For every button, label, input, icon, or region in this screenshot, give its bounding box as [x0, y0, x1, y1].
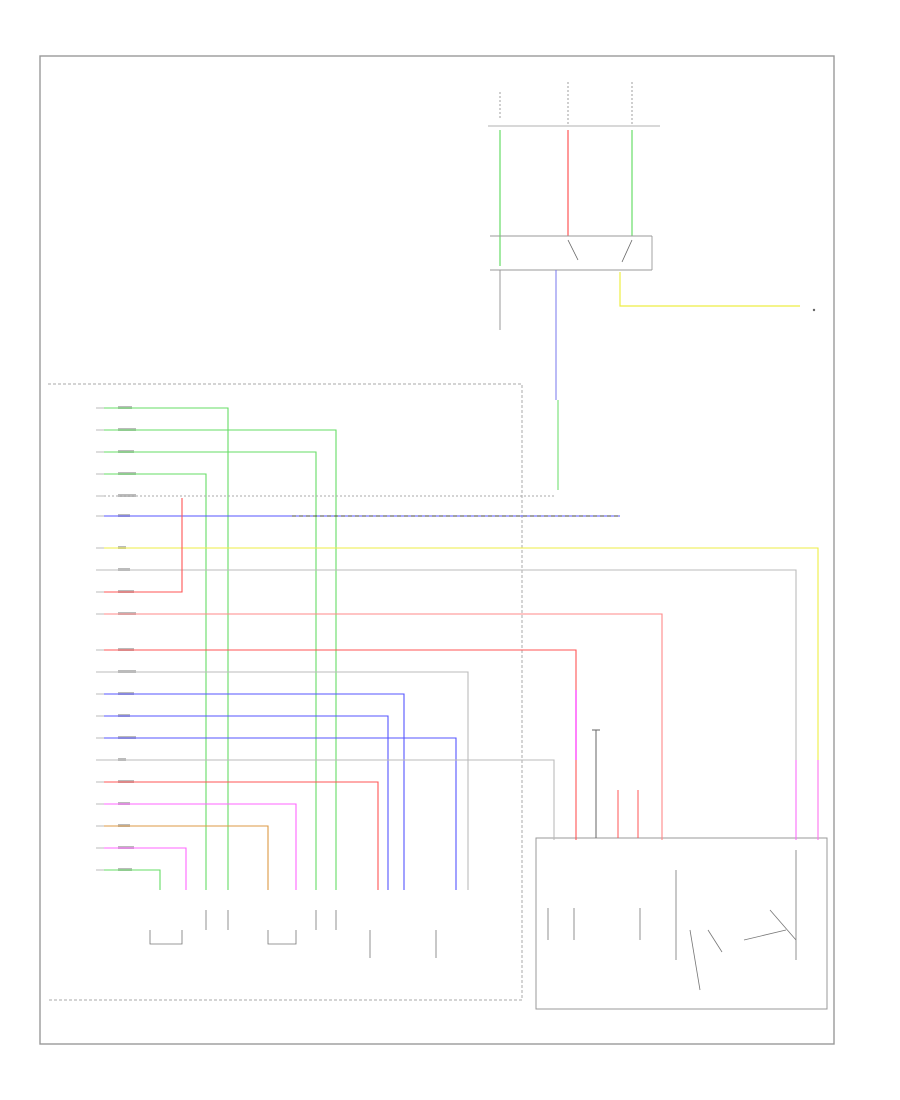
- connector-right: [812, 308, 816, 312]
- pin-markers: [96, 407, 104, 871]
- module-wires: [104, 407, 819, 890]
- module-outline: [48, 383, 523, 1001]
- switch-group-2: [267, 910, 337, 945]
- wire-yellow-relay-right: [619, 272, 800, 307]
- switch-group-1: [149, 910, 229, 945]
- switch-unit-box: [535, 837, 828, 1010]
- wire-label-stubs: [118, 406, 136, 871]
- switch-unit-internals: [547, 850, 797, 991]
- page-frame: [39, 55, 835, 1045]
- sensor-group-1: [369, 930, 437, 958]
- right-connectors: [592, 729, 819, 840]
- relay: [490, 235, 653, 271]
